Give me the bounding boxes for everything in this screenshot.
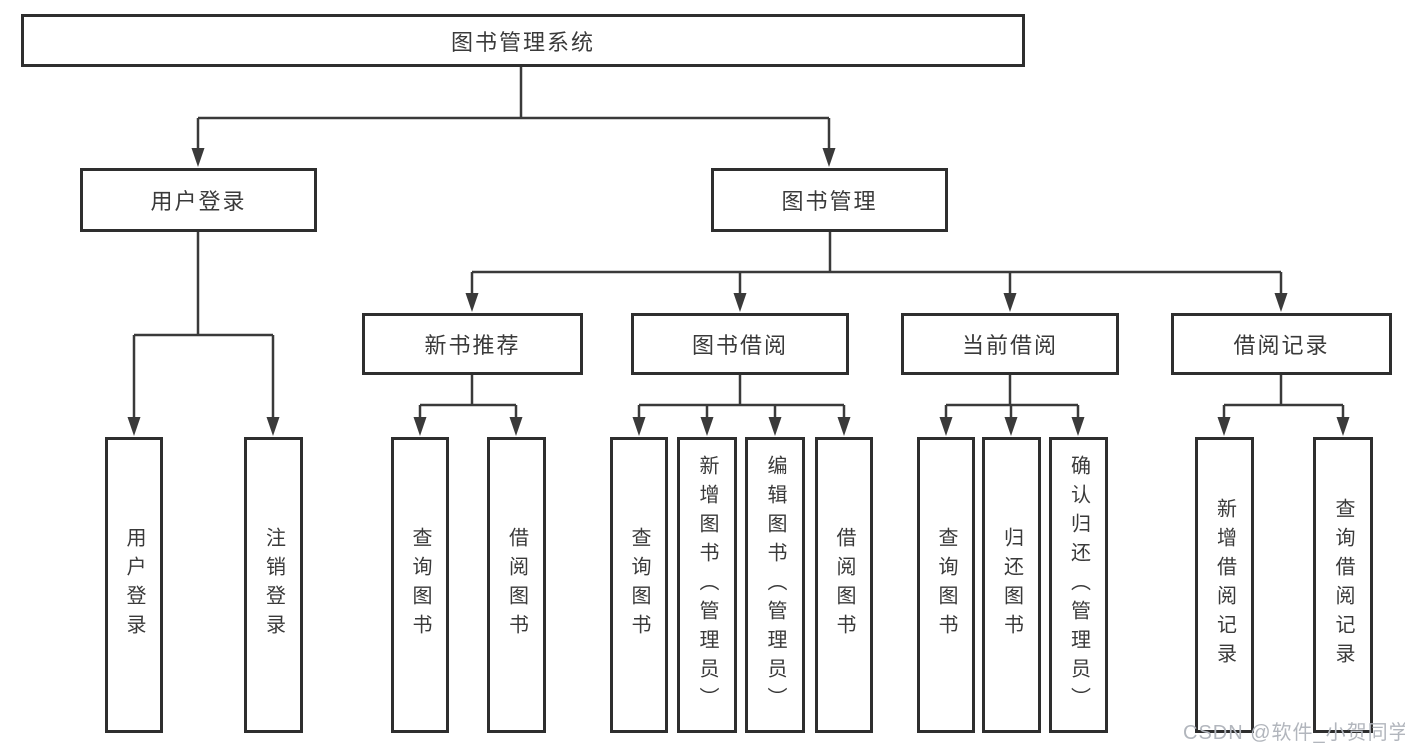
leaf-query-borrow-record: 查询借阅记录 [1313, 437, 1373, 733]
leaf-borrow-books: 借阅图书 [815, 437, 873, 733]
connector-user-login-to-leaves [127, 232, 280, 436]
connector-current-borrowing-to-leaves [939, 375, 1085, 436]
leaf-confirm-return-admin: 确认归还（管理员） [1049, 437, 1108, 733]
node-user-login: 用户登录 [80, 168, 317, 232]
node-label: 借阅记录 [1233, 333, 1330, 358]
node-new-book-recommend: 新书推荐 [362, 313, 583, 375]
leaf-query-books-current: 查询图书 [917, 437, 975, 733]
leaf-add-book-admin: 新增图书（管理员） [677, 437, 737, 733]
connector-book-management-to-level3 [465, 232, 1288, 312]
leaf-borrow-books-recommend: 借阅图书 [487, 437, 546, 733]
leaf-return-books: 归还图书 [982, 437, 1041, 733]
leaf-edit-book-admin: 编辑图书（管理员） [745, 437, 805, 733]
node-label: 新增借阅记录 [1213, 498, 1236, 672]
node-label: 借阅图书 [833, 527, 855, 643]
node-book-management: 图书管理 [711, 168, 948, 232]
node-label: 图书管理 [781, 189, 878, 214]
leaf-query-books-borrowing: 查询图书 [610, 437, 668, 733]
node-label: 编辑图书（管理员） [764, 454, 786, 716]
node-current-borrowing: 当前借阅 [901, 313, 1119, 375]
node-label: 图书借阅 [691, 333, 788, 358]
node-label: 借阅图书 [505, 527, 528, 643]
leaf-add-borrow-record: 新增借阅记录 [1195, 437, 1254, 733]
node-label: 归还图书 [1000, 527, 1023, 643]
leaf-logout: 注销登录 [244, 437, 303, 733]
node-book-borrowing: 图书借阅 [631, 313, 849, 375]
leaf-user-login: 用户登录 [105, 437, 163, 733]
node-label: 查询图书 [935, 527, 957, 643]
connector-new-book-recommend-to-leaves [413, 375, 523, 436]
node-label: 查询图书 [409, 527, 431, 643]
node-label: 当前借阅 [961, 333, 1058, 358]
node-root: 图书管理系统 [21, 14, 1025, 67]
node-label: 新增图书（管理员） [696, 454, 718, 716]
leaf-query-books-recommend: 查询图书 [391, 437, 449, 733]
connector-book-borrowing-to-leaves [632, 375, 851, 436]
node-label: 注销登录 [262, 527, 285, 643]
connector-root-to-level2 [191, 67, 836, 167]
watermark: CSDN @软件_小贺同学 [1183, 722, 1405, 744]
node-label: 用户登录 [123, 527, 145, 643]
node-label: 查询借阅记录 [1332, 498, 1354, 672]
connector-borrowing-records-to-leaves [1217, 375, 1350, 436]
node-label: 用户登录 [150, 189, 247, 214]
node-label: 图书管理系统 [450, 29, 595, 55]
node-label: 新书推荐 [424, 333, 521, 358]
node-label: 确认归还（管理员） [1067, 454, 1090, 716]
node-label: 查询图书 [628, 527, 650, 643]
node-borrowing-records: 借阅记录 [1171, 313, 1392, 375]
